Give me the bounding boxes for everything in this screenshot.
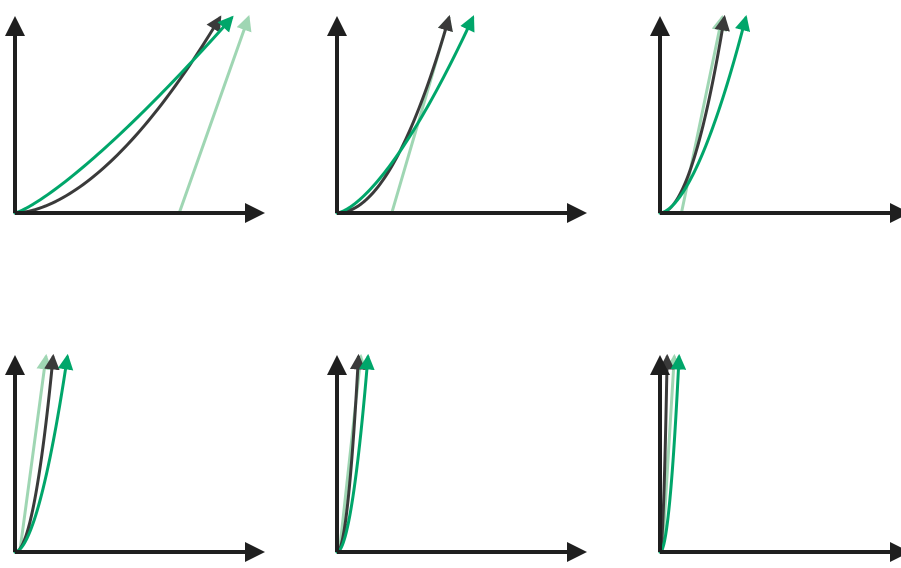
panel-2 — [327, 15, 587, 223]
dark-curve — [13, 15, 222, 215]
panel-6 — [650, 353, 901, 562]
green-curve — [335, 15, 475, 215]
panels-group — [4, 14, 901, 562]
green-curve — [658, 353, 687, 554]
green-curve — [658, 14, 751, 215]
green-curve — [335, 353, 375, 554]
panel-1 — [4, 15, 265, 223]
panel-4 — [4, 353, 265, 562]
dark-curve — [335, 15, 453, 215]
light-green-line — [177, 15, 252, 215]
green-curve — [13, 15, 234, 215]
green-curve — [13, 353, 74, 554]
panel-5 — [327, 353, 587, 562]
panel-3 — [650, 14, 901, 223]
light-green-line — [18, 353, 53, 554]
